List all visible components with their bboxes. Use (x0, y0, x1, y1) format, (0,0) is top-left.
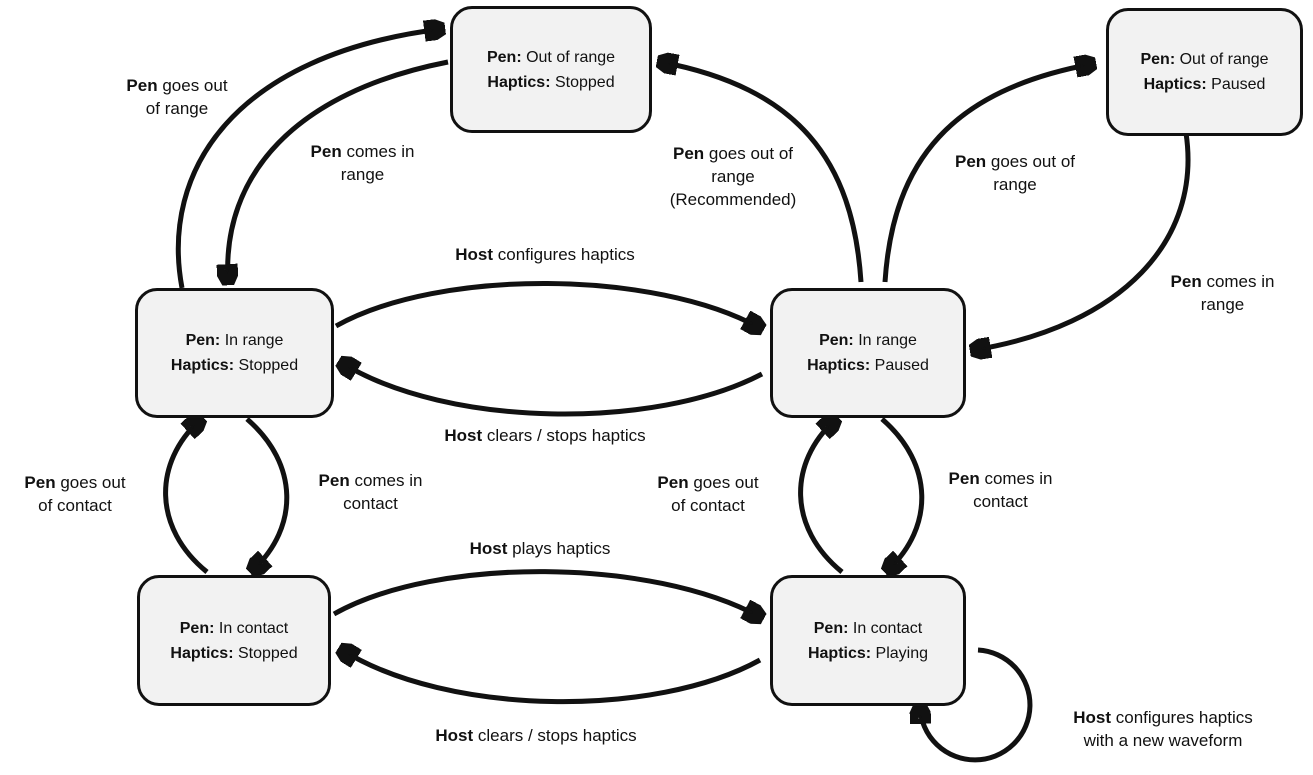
label-rest: comes in contact (973, 469, 1053, 511)
edge-pen-comes-in-contact-right (882, 417, 925, 570)
label-bold: Pen (318, 471, 350, 490)
label-bold: Host (444, 426, 483, 445)
label-bold: Host (469, 539, 508, 558)
pen-state-line: Pen: Out of range (1140, 47, 1268, 72)
state-pen-in-range-haptics-paused: Pen: In range Haptics: Paused (770, 288, 966, 418)
pen-state-line: Pen: In range (819, 328, 917, 353)
label-host-configures-haptics-new-waveform: Host configures haptics with a new wavef… (1063, 706, 1263, 752)
edge-host-clears-stops-haptics-in-contact (342, 650, 762, 705)
state-pen-in-contact-haptics-playing: Pen: In contact Haptics: Playing (770, 575, 966, 706)
label-host-clears-stops-haptics-in-range: Host clears / stops haptics (444, 424, 645, 447)
label-bold: Pen (24, 473, 56, 492)
label-host-configures-haptics: Host configures haptics (455, 243, 635, 266)
haptics-label: Haptics: (1143, 76, 1207, 93)
label-pen-comes-in-range-right: Pen comes in range (1165, 270, 1280, 316)
edge-host-configures-haptics (334, 281, 760, 328)
label-host-clears-stops-haptics-in-contact: Host clears / stops haptics (435, 724, 636, 747)
edge-pen-goes-out-of-contact-right (798, 420, 842, 574)
label-bold: Host (435, 726, 474, 745)
haptics-value: Stopped (233, 644, 298, 662)
pen-label: Pen: (179, 619, 215, 637)
label-rest: goes out of range (Recommended) (669, 144, 797, 209)
haptics-state-line: Haptics: Paused (1144, 72, 1266, 97)
state-pen-out-of-range-haptics-paused: Pen: Out of range Haptics: Paused (1106, 8, 1303, 136)
edge-pen-goes-out-of-range-right (882, 64, 1092, 283)
label-bold: Pen (948, 469, 980, 488)
label-rest: goes out of range (986, 152, 1076, 194)
pen-label: Pen: (486, 48, 522, 66)
edge-pen-comes-in-range-left (228, 59, 449, 281)
haptics-state-line: Haptics: Stopped (171, 353, 298, 378)
label-bold: Pen (126, 76, 158, 95)
label-rest: configures haptics with a new waveform (1083, 708, 1253, 750)
haptics-label: Haptics: (807, 644, 872, 662)
edge-pen-goes-out-of-contact-left (163, 420, 207, 574)
pen-label: Pen: (813, 619, 849, 637)
state-pen-in-contact-haptics-stopped: Pen: In contact Haptics: Stopped (137, 575, 331, 706)
edge-pen-comes-in-contact-left (247, 417, 290, 570)
edge-pen-goes-out-of-range-left (175, 29, 441, 289)
pen-label: Pen: (819, 332, 854, 349)
label-bold: Pen (954, 152, 987, 171)
edge-pen-goes-out-of-range-recommended (661, 62, 864, 283)
edge-host-plays-haptics (332, 569, 760, 617)
label-rest: configures haptics (493, 245, 635, 264)
label-pen-goes-out-of-contact-right: Pen goes out of contact (653, 471, 763, 517)
pen-value: In contact (214, 619, 289, 637)
haptics-state-line: Haptics: Stopped (487, 70, 614, 95)
pen-state-line: Pen: In contact (814, 616, 923, 641)
label-bold: Pen (1170, 272, 1202, 291)
pen-state-line: Pen: Out of range (487, 45, 615, 70)
label-rest: comes in range (340, 142, 415, 184)
haptics-label: Haptics: (807, 357, 871, 374)
state-pen-out-of-range-haptics-stopped: Pen: Out of range Haptics: Stopped (450, 6, 652, 133)
pen-value: Out of range (521, 48, 616, 66)
label-bold: Host (1073, 708, 1112, 727)
pen-value: Out of range (1175, 51, 1269, 68)
haptics-label: Haptics: (170, 357, 235, 374)
haptics-value: Paused (870, 357, 929, 374)
label-pen-goes-out-of-range-right: Pen goes out of range (945, 150, 1085, 196)
label-pen-goes-out-of-range-left: Pen goes out of range (122, 74, 232, 120)
label-bold: Pen (310, 142, 342, 161)
label-rest: goes out of contact (671, 473, 759, 515)
haptics-state-line: Haptics: Playing (808, 641, 928, 666)
pen-state-line: Pen: In contact (180, 616, 289, 641)
pen-label: Pen: (1140, 51, 1176, 68)
label-rest: clears / stops haptics (482, 426, 646, 445)
label-rest: comes in contact (343, 471, 423, 513)
haptics-value: Stopped (234, 357, 299, 374)
pen-value: In range (220, 332, 284, 349)
label-pen-goes-out-of-range-recommended: Pen goes out of range (Recommended) (663, 142, 803, 211)
label-pen-goes-out-of-contact-left: Pen goes out of contact (20, 471, 130, 517)
label-pen-comes-in-range-left: Pen comes in range (305, 140, 420, 186)
haptics-state-line: Haptics: Stopped (170, 641, 297, 666)
edge-host-clears-stops-haptics-in-range (342, 363, 764, 417)
label-bold: Pen (672, 144, 705, 163)
pen-value: In contact (848, 619, 923, 637)
label-bold: Host (455, 245, 494, 264)
label-rest: goes out of contact (38, 473, 126, 515)
edge-pen-comes-in-range-right (974, 132, 1191, 350)
haptics-value: Playing (871, 644, 929, 662)
haptics-state-line: Haptics: Paused (807, 353, 929, 378)
pen-state-line: Pen: In range (186, 328, 284, 353)
label-rest: plays haptics (507, 539, 611, 558)
pen-label: Pen: (185, 332, 221, 349)
label-bold: Pen (657, 473, 689, 492)
label-pen-comes-in-contact-left: Pen comes in contact (313, 469, 428, 515)
label-host-plays-haptics: Host plays haptics (470, 537, 611, 560)
label-pen-comes-in-contact-right: Pen comes in contact (943, 467, 1058, 513)
haptics-label: Haptics: (487, 73, 551, 91)
haptics-value: Stopped (550, 73, 615, 91)
haptics-value: Paused (1206, 76, 1266, 93)
pen-value: In range (853, 332, 917, 349)
haptics-label: Haptics: (170, 644, 234, 662)
label-rest: comes in range (1200, 272, 1275, 314)
label-rest: clears / stops haptics (473, 726, 637, 745)
edge-host-configures-haptics-new-waveform-loop (920, 647, 1033, 763)
label-rest: goes out of range (145, 76, 228, 118)
state-pen-in-range-haptics-stopped: Pen: In range Haptics: Stopped (135, 288, 334, 418)
